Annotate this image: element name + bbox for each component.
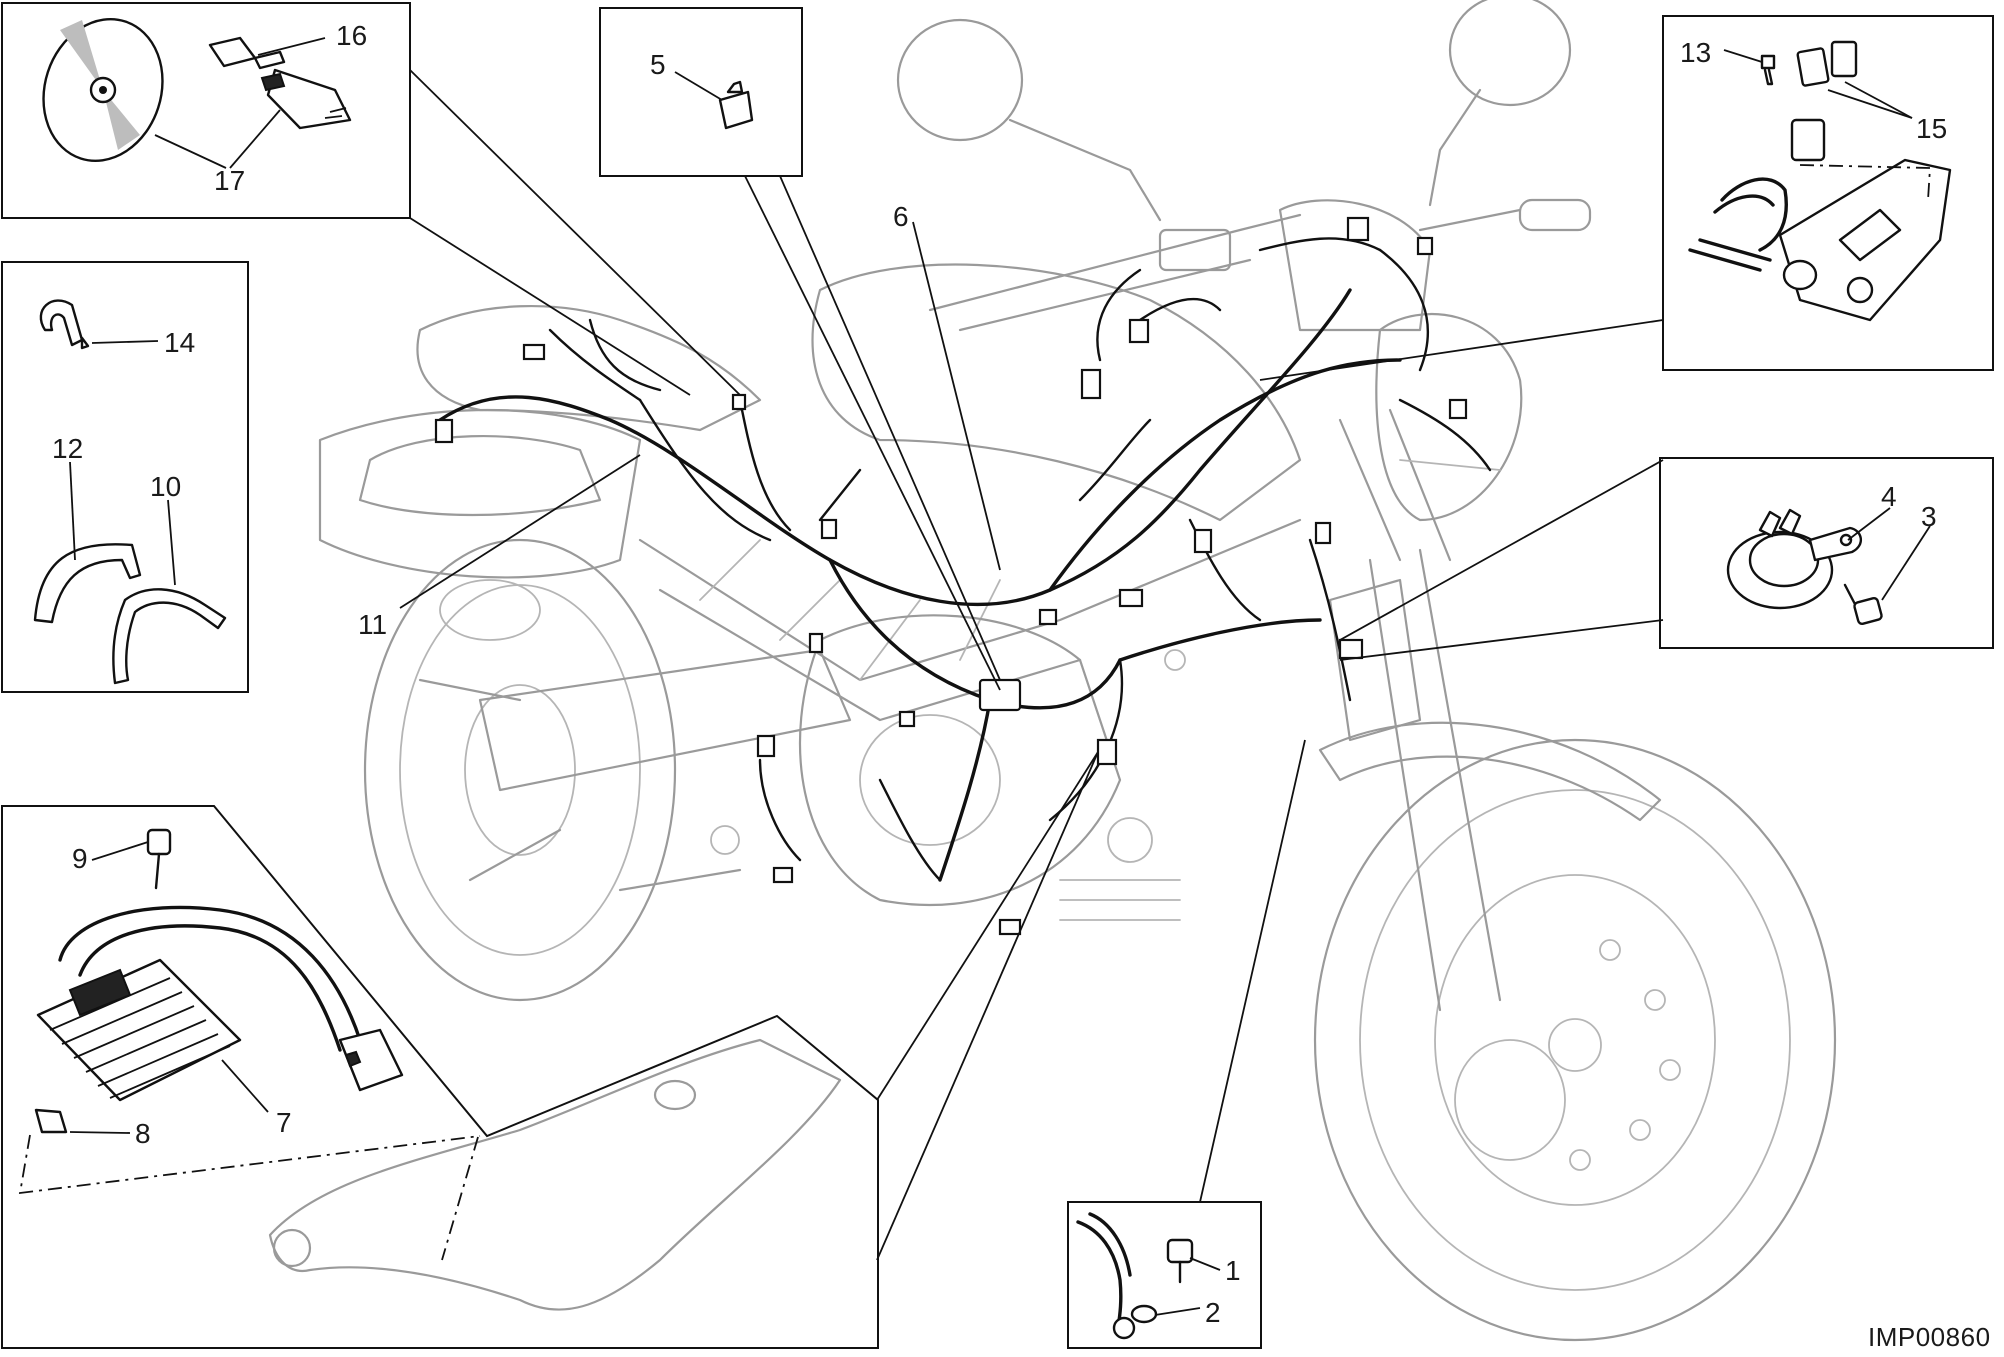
bolt-icon xyxy=(146,828,172,890)
bolt-icon xyxy=(1130,1238,1194,1324)
inset-ground-bolt xyxy=(1067,1201,1262,1349)
inset-voltage-regulator xyxy=(1,805,879,1349)
callout-1: 1 xyxy=(1225,1255,1241,1286)
horn-icon xyxy=(1726,508,1862,610)
callout-9: 9 xyxy=(72,843,88,874)
inset-horn xyxy=(1659,457,1994,649)
fuse-icon xyxy=(718,80,754,130)
bolt-icon xyxy=(1843,583,1883,626)
callout-7: 7 xyxy=(276,1107,292,1138)
inset-relay xyxy=(1662,15,1994,371)
relay-icon xyxy=(1688,40,1952,322)
callout-5: 5 xyxy=(650,49,666,80)
callout-12: 12 xyxy=(52,433,83,464)
main-wiring-harness xyxy=(434,216,1492,936)
inset-software-kit xyxy=(1,2,411,219)
inset-cable-clips xyxy=(1,261,249,693)
cable-clip-icon xyxy=(39,299,90,350)
diagnostic-connector-icon xyxy=(208,36,352,130)
callout-labels: 1 2 3 4 5 6 7 8 9 10 11 12 13 14 15 16 1… xyxy=(52,20,1947,1328)
leader-lines xyxy=(69,37,1931,1316)
callout-17: 17 xyxy=(214,165,245,196)
voltage-regulator-icon xyxy=(36,905,404,1102)
rubber-grommet-icon xyxy=(34,1108,68,1134)
callout-8: 8 xyxy=(135,1118,151,1149)
motorcycle-outline-icon xyxy=(318,0,1837,1342)
callout-11: 11 xyxy=(358,609,387,640)
inset-fuse xyxy=(599,7,803,177)
callout-3: 3 xyxy=(1921,501,1937,532)
callout-13: 13 xyxy=(1680,37,1711,68)
callout-6: 6 xyxy=(893,201,909,232)
software-cd-icon xyxy=(42,18,164,162)
cable-tie-long-icon xyxy=(33,543,227,685)
callout-15: 15 xyxy=(1916,113,1947,144)
ground-cable-icon xyxy=(1076,1212,1136,1340)
callout-16: 16 xyxy=(336,20,367,51)
callout-10: 10 xyxy=(150,471,181,502)
callout-2: 2 xyxy=(1205,1297,1221,1328)
callout-14: 14 xyxy=(164,327,195,358)
figure-code: IMP00860 xyxy=(1868,1322,1991,1352)
callout-4: 4 xyxy=(1881,481,1897,512)
